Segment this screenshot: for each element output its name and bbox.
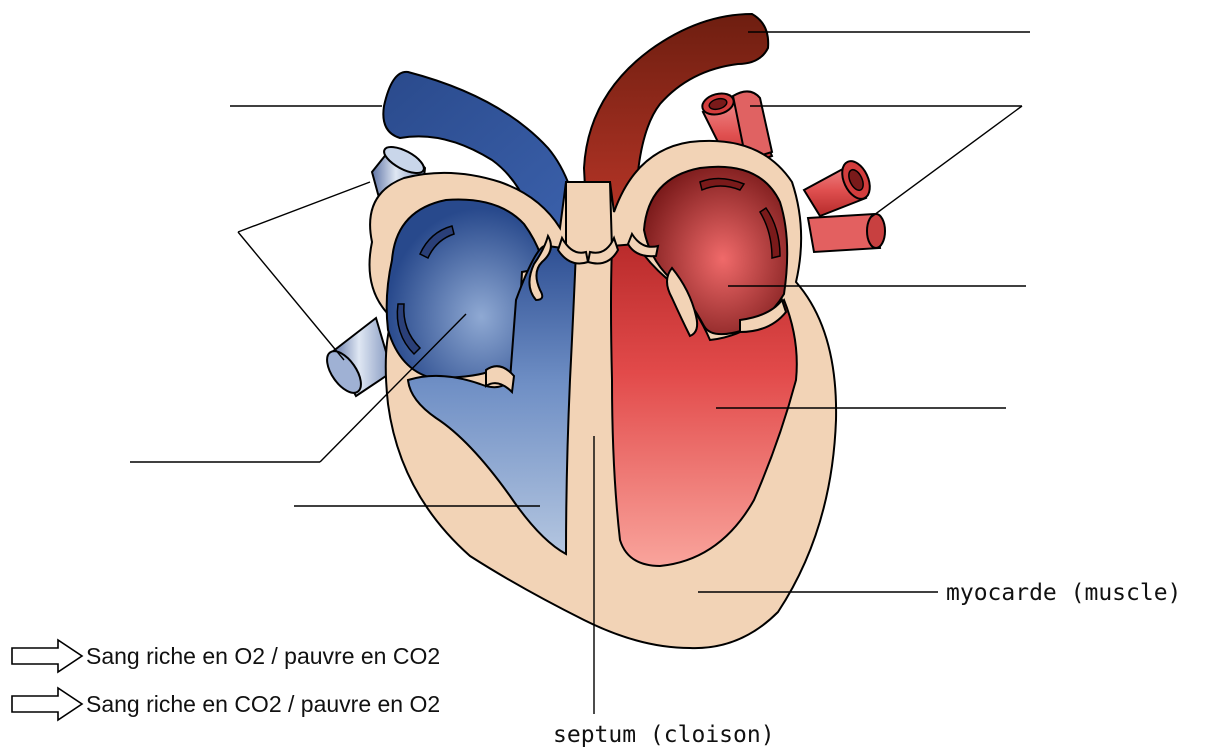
- legend-item-deoxygenated: Sang riche en CO2 / pauvre en O2: [12, 688, 440, 720]
- legend-deoxygenated-label: Sang riche en CO2 / pauvre en O2: [86, 691, 440, 717]
- septum-label: septum (cloison): [553, 722, 775, 748]
- arrow-right-icon: [12, 640, 82, 672]
- inferior-vena-cava: [320, 318, 392, 399]
- arrow-right-icon: [12, 688, 82, 720]
- legend-oxygenated-label: Sang riche en O2 / pauvre en CO2: [86, 643, 440, 669]
- leader-vena-cava-top: [238, 182, 370, 232]
- legend: Sang riche en O2 / pauvre en CO2 Sang ri…: [12, 640, 440, 720]
- legend-item-oxygenated: Sang riche en O2 / pauvre en CO2: [12, 640, 440, 672]
- leader-vena-cava-bottom: [238, 232, 344, 360]
- leader-pulmonary-veins-diag: [870, 106, 1022, 218]
- myocarde-label: myocarde (muscle): [946, 580, 1181, 606]
